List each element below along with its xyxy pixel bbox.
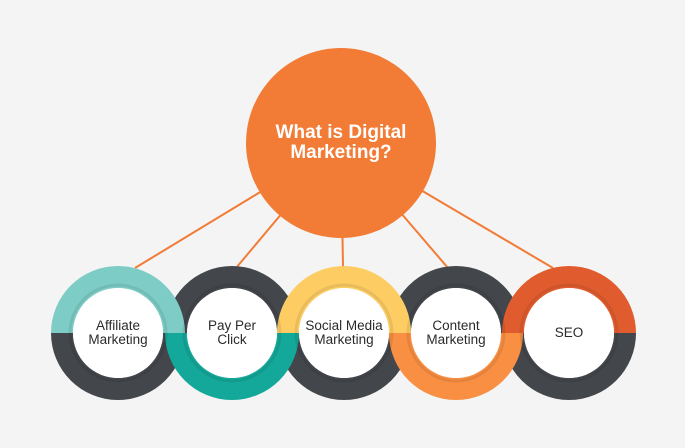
ring-colored-half	[502, 266, 636, 333]
node-label-social-media-marketing: Social Media Marketing	[305, 318, 383, 347]
ring-dark-half	[277, 333, 411, 400]
ring-dark-half	[51, 333, 185, 400]
node-label-pay-per-click: Pay Per Click	[207, 318, 257, 347]
node-inner-circle	[411, 288, 501, 378]
ring-inner-shadow	[182, 283, 282, 383]
node-label-affiliate-marketing: Affiliate Marketing	[88, 318, 148, 347]
node-inner-circle	[187, 288, 277, 378]
node-label-seo: SEO	[554, 325, 584, 340]
node-inner-circle	[524, 288, 614, 378]
ring-colored-half	[389, 333, 523, 400]
node-label-content-marketing: Content Marketing	[426, 318, 486, 347]
ring-colored-half	[165, 333, 299, 400]
ring-colored-half	[51, 266, 185, 333]
central-circle	[246, 48, 436, 238]
ring-dark-half	[389, 266, 523, 333]
ring-inner-shadow	[68, 283, 168, 383]
central-topic-title: What is Digital Marketing?	[275, 122, 407, 163]
ring-inner-shadow	[294, 283, 394, 383]
ring-colored-half	[277, 266, 411, 333]
node-inner-circle	[73, 288, 163, 378]
ring-dark-half	[502, 333, 636, 400]
ring-inner-shadow	[406, 283, 506, 383]
ring-dark-half	[165, 266, 299, 333]
ring-inner-shadow	[519, 283, 619, 383]
node-inner-circle	[299, 288, 389, 378]
